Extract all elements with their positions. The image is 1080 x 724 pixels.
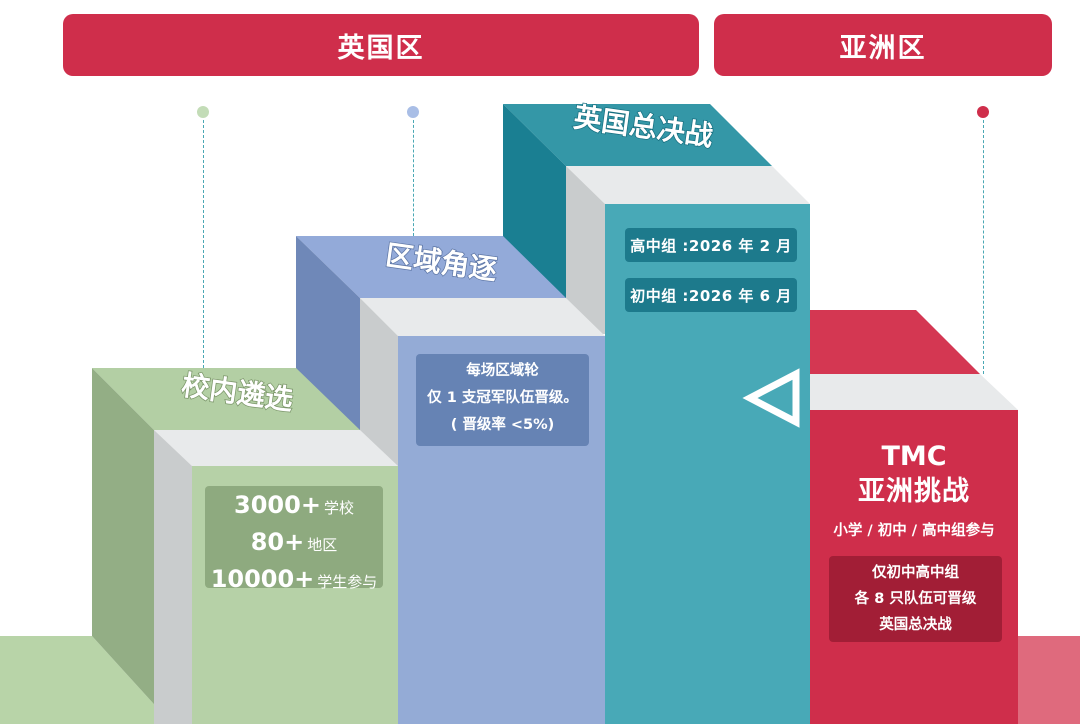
school-round-connector	[203, 120, 204, 368]
regional-line-1: 每场区域轮	[466, 363, 539, 379]
advance-arrow-icon	[742, 368, 800, 428]
asia-heading: TMC 亚洲挑战 小学 / 初中 / 高中组参与	[810, 440, 1018, 544]
asia-region-banner: 亚洲区	[714, 14, 1052, 76]
uk-region-banner: 英国区	[63, 14, 699, 76]
asia-round-connector	[983, 120, 984, 374]
asia-title-line2: 亚洲挑战	[858, 476, 970, 507]
regional-round-dot	[407, 106, 419, 118]
asia-note-line-2: 各 8 只队伍可晋级	[854, 591, 977, 607]
regional-line-3: ( 晋级率 <5%)	[450, 417, 555, 433]
ground-left	[0, 636, 172, 724]
school-block	[92, 368, 398, 724]
asia-title-line1: TMC	[881, 441, 947, 472]
stat-regions: 80+地区	[250, 528, 338, 556]
asia-subtitle: 小学 / 初中 / 高中组参与	[833, 523, 995, 539]
regional-round-connector	[413, 120, 414, 236]
asia-region-label: 亚洲区	[839, 32, 927, 64]
regional-line-2: 仅 1 支冠军队伍晋级。	[427, 390, 578, 406]
final-date-senior: 高中组 :2026 年 2 月	[625, 228, 797, 262]
asia-round-dot	[977, 106, 989, 118]
school-stats-box: 3000+学校 80+地区 10000+学生参与	[205, 486, 383, 593]
regional-info-box: 每场区域轮 仅 1 支冠军队伍晋级。 ( 晋级率 <5%)	[416, 354, 589, 446]
stat-schools: 3000+学校	[234, 491, 354, 519]
stat-students: 10000+学生参与	[210, 565, 378, 593]
asia-note-box: 仅初中高中组 各 8 只队伍可晋级 英国总决战	[829, 556, 1002, 642]
ground-right	[1018, 636, 1080, 724]
school-round-dot	[197, 106, 209, 118]
asia-note-line-3: 英国总决战	[879, 617, 952, 633]
uk-region-label: 英国区	[337, 32, 425, 64]
asia-note-line-1: 仅初中高中组	[872, 565, 959, 581]
final-date-junior: 初中组 :2026 年 6 月	[625, 278, 797, 312]
